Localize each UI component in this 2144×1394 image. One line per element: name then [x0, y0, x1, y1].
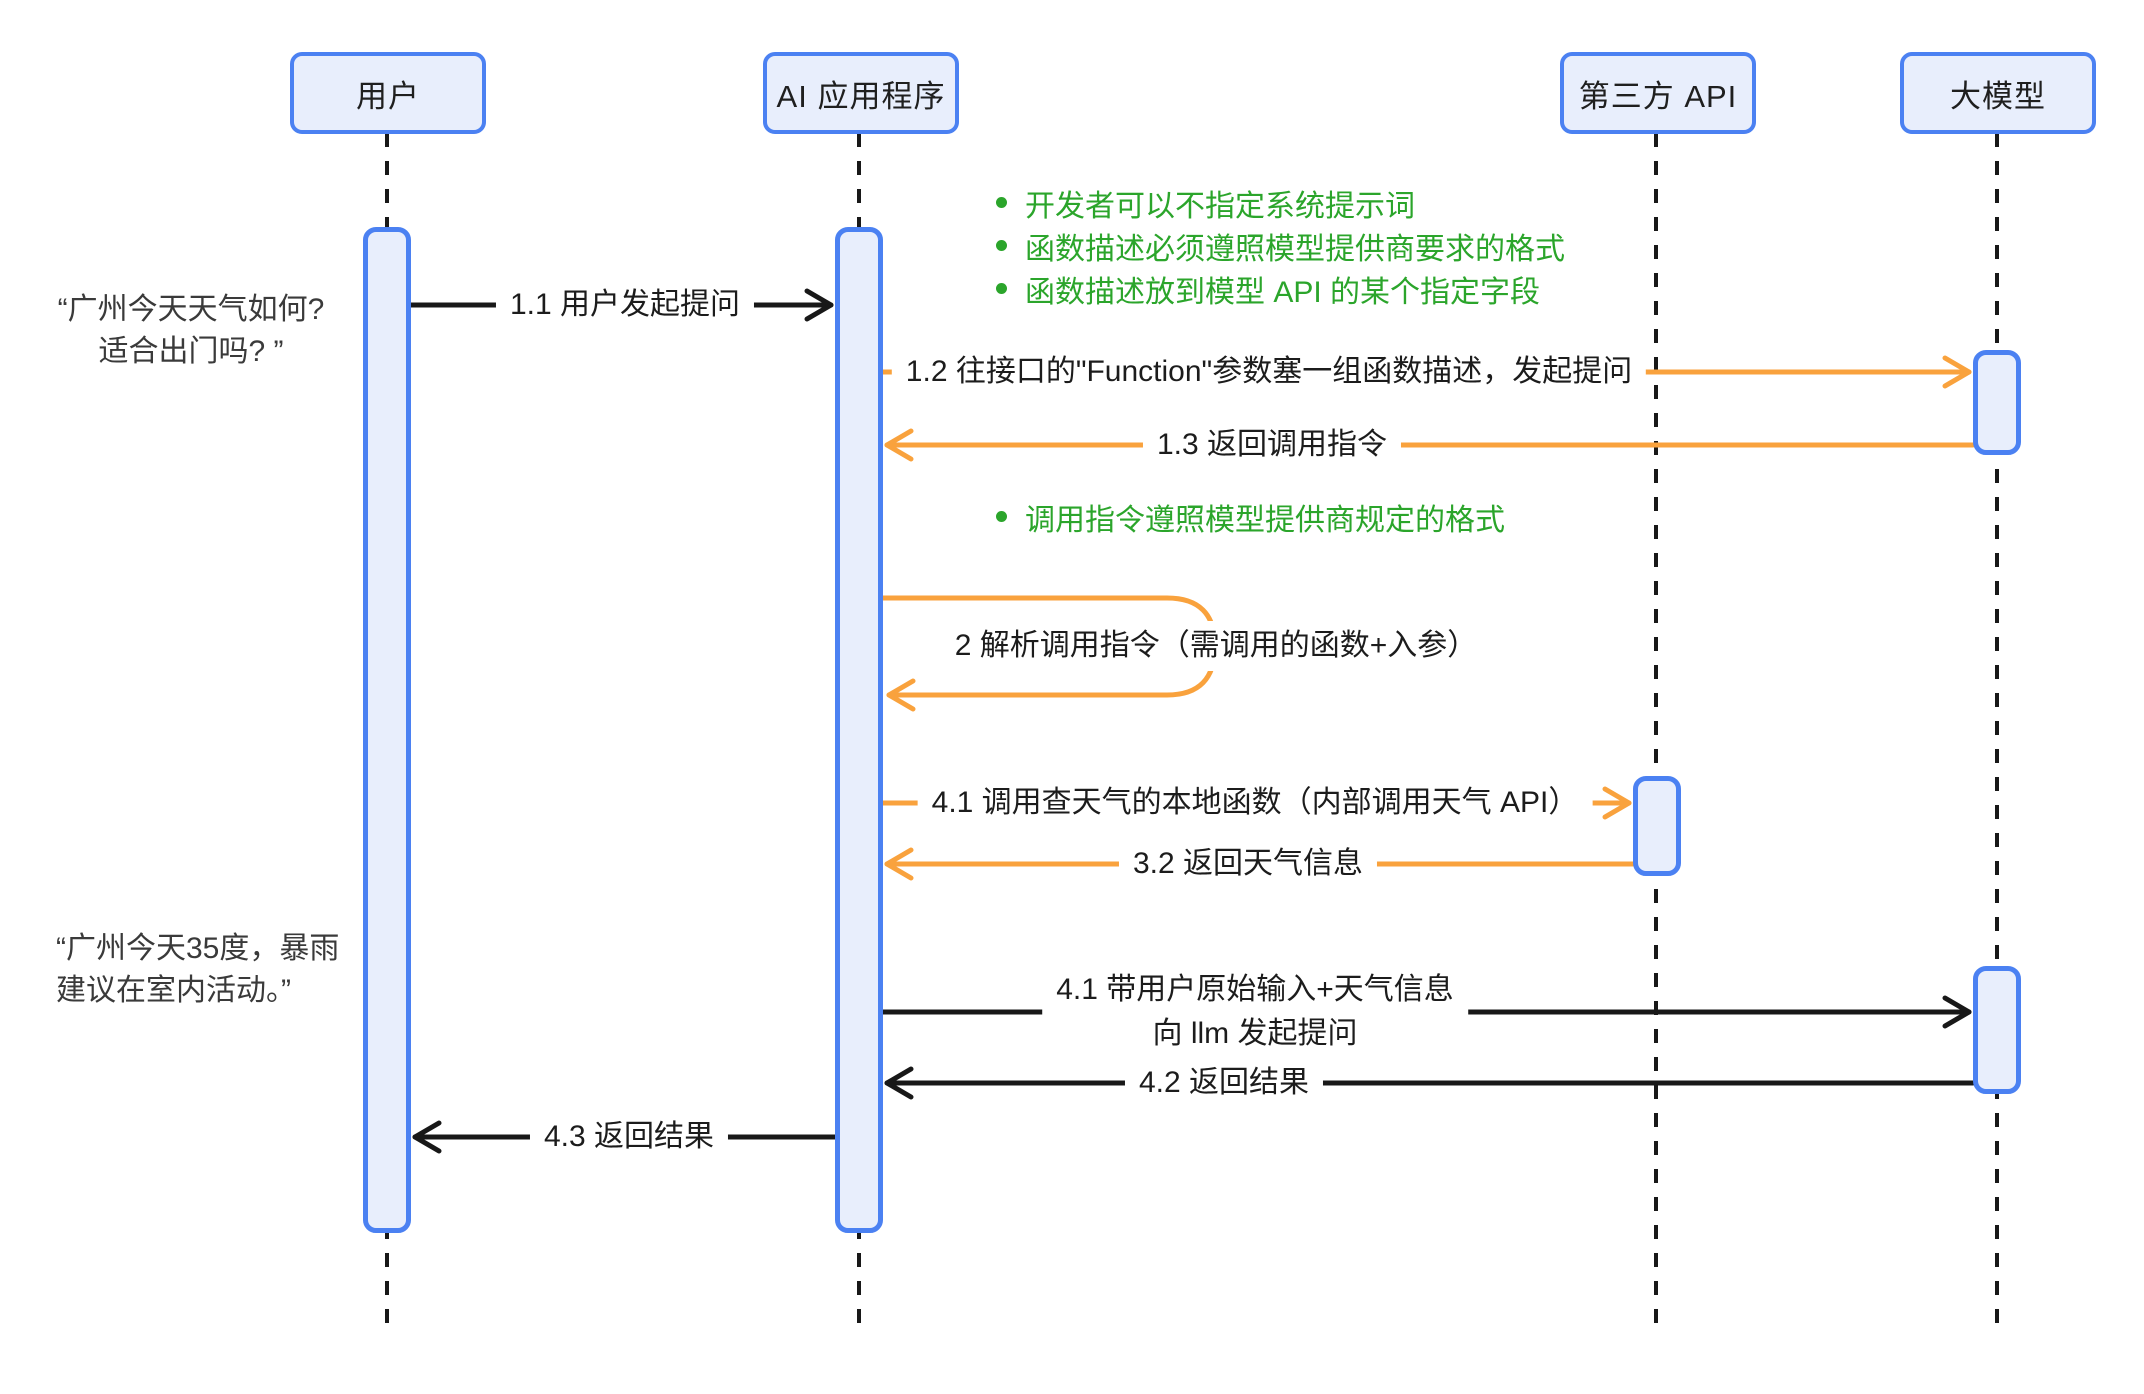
note-text: 开发者可以不指定系统提示词: [1025, 189, 1415, 223]
bullet-icon: [996, 240, 1007, 251]
message-label-4-1-llm-line1: 4.1 带用户原始输入+天气信息: [1056, 973, 1454, 1006]
user-quote-answer-line1: “广州今天35度，暴雨: [56, 932, 340, 965]
user-quote-question-line2: 适合出门吗? ”: [98, 335, 284, 368]
note-text: 函数描述放到模型 API 的某个指定字段: [1025, 275, 1541, 309]
activation-api: [1633, 776, 1681, 876]
note-text: 调用指令遵照模型提供商规定的格式: [1025, 503, 1505, 537]
note-function-description-rules: 开发者可以不指定系统提示词 函数描述必须遵照模型提供商要求的格式 函数描述放到模…: [996, 181, 1565, 310]
message-arrow-4-2: [884, 1066, 1976, 1100]
message-label-1-2: 1.2 往接口的"Function"参数塞一组函数描述，发起提问: [891, 347, 1647, 397]
message-label-3-2: 3.2 返回天气信息: [1118, 839, 1378, 889]
activation-ai-app: [835, 227, 883, 1233]
message-label-4-1-llm: 4.1 带用户原始输入+天气信息 向 llm 发起提问: [1042, 965, 1468, 1059]
bullet-icon: [996, 283, 1007, 294]
bullet-icon: [996, 197, 1007, 208]
user-quote-question-line1: “广州今天天气如何?: [57, 293, 325, 326]
user-quote-answer: “广州今天35度，暴雨 建议在室内活动。”: [56, 928, 386, 1012]
note-text: 函数描述必须遵照模型提供商要求的格式: [1025, 232, 1565, 266]
actor-user-label: 用户: [356, 78, 420, 114]
message-label-1-1: 1.1 用户发起提问: [495, 280, 755, 330]
actor-ai-app: AI 应用程序: [763, 52, 959, 134]
note-row: 调用指令遵照模型提供商规定的格式: [996, 495, 1505, 538]
message-label-4-1-llm-line2: 向 llm 发起提问: [1152, 1017, 1358, 1050]
note-row: 开发者可以不指定系统提示词: [996, 181, 1565, 224]
note-row: 函数描述必须遵照模型提供商要求的格式: [996, 224, 1565, 267]
actor-llm: 大模型: [1900, 52, 2096, 134]
actor-ai-app-label: AI 应用程序: [776, 78, 946, 114]
note-row: 函数描述放到模型 API 的某个指定字段: [996, 267, 1565, 310]
message-arrow-1-3: [884, 428, 1976, 462]
actor-third-party-api: 第三方 API: [1560, 52, 1756, 134]
note-call-instruction-format: 调用指令遵照模型提供商规定的格式: [996, 495, 1505, 538]
user-quote-answer-line2: 建议在室内活动。”: [56, 974, 291, 1007]
message-label-4-2: 4.2 返回结果: [1124, 1058, 1324, 1108]
activation-llm-second: [1973, 966, 2021, 1094]
activation-user: [363, 227, 411, 1233]
actor-third-party-api-label: 第三方 API: [1578, 78, 1738, 114]
message-label-2-self: 2 解析调用指令（需调用的函数+入参）: [940, 621, 1492, 671]
bullet-icon: [996, 511, 1007, 522]
message-label-4-3: 4.3 返回结果: [529, 1112, 729, 1162]
message-label-4-1-local: 4.1 调用查天气的本地函数（内部调用天气 API）: [917, 778, 1593, 828]
user-quote-question: “广州今天天气如何? 适合出门吗? ”: [46, 289, 336, 373]
actor-llm-label: 大模型: [1950, 78, 2046, 114]
actor-user: 用户: [290, 52, 486, 134]
activation-llm-first: [1973, 350, 2021, 455]
message-label-1-3: 1.3 返回调用指令: [1142, 420, 1402, 470]
